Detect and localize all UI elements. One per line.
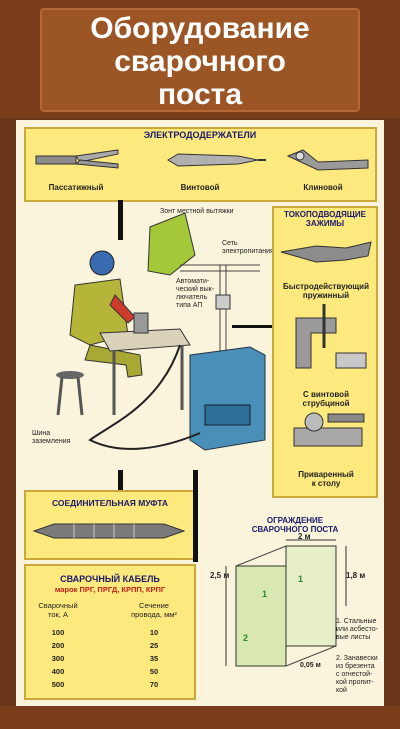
hood-label: Зонт местной вытяжки	[160, 208, 234, 215]
cable-row-section: 25	[149, 641, 159, 650]
cable-col-section: Сечение провода, мм²	[131, 601, 177, 619]
bottom-band	[0, 706, 400, 729]
fence-dim-width: 2 м	[298, 532, 311, 541]
fence-mark-1b: 1	[298, 574, 304, 584]
cable-row-section: 50	[149, 667, 159, 676]
screw-holder-icon	[167, 153, 266, 167]
electrode-holders-header: ЭЛЕКТРОДОДЕРЖАТЕЛИ	[143, 130, 257, 140]
fence-mark-1a: 1	[262, 589, 268, 599]
fence-header: ОГРАЖДЕНИЕ СВАРОЧНОГО ПОСТА	[251, 516, 339, 534]
welding-cable	[88, 344, 201, 450]
fence-note-1: 1. Стальные или асбесто- вые листы	[336, 618, 378, 641]
screw-clamp-label: С винтовой струбциной	[302, 390, 350, 408]
cable-box	[24, 564, 196, 700]
title-plate: Оборудование сварочного поста	[40, 8, 360, 112]
cable-row-current: 200	[51, 641, 65, 650]
cable-row-section: 70	[149, 680, 159, 689]
wedge-holder-label: Клиновой	[303, 183, 343, 192]
fence-drawing	[225, 539, 347, 667]
cable-row-current: 300	[51, 654, 65, 663]
coupling-icon	[32, 523, 186, 539]
fence-dim-gap: 0,05 м	[300, 662, 321, 669]
screw-holder-label: Винтовой	[180, 183, 220, 192]
coupling-connector-line	[118, 470, 123, 492]
title-line-1: Оборудование	[90, 12, 310, 45]
spring-clamp-icon	[280, 241, 372, 263]
coupling-drawing	[32, 523, 186, 539]
title-line-2: сварочного	[114, 45, 286, 78]
breaker-label: Автомати- ческий вык- лючатель типа АП	[176, 278, 215, 309]
welded-clamp-icon	[293, 412, 365, 447]
spring-clamp-label: Быстродействующий пружинный	[282, 282, 369, 300]
cable-title: СВАРОЧНЫЙ КАБЕЛЬ	[60, 574, 160, 584]
fence-dim-screen: 1,8 м	[346, 571, 366, 580]
welding-workplace-illustration	[56, 212, 266, 451]
welder-figure-icon	[69, 250, 143, 378]
stool-icon	[56, 371, 84, 416]
welding-transformer-icon	[189, 346, 266, 451]
pliers-holder-label: Пассатижный	[48, 183, 104, 192]
cable-col-current: Сварочный ток, А	[38, 601, 78, 619]
title-line-3: поста	[157, 78, 243, 111]
fence-mark-2: 2	[243, 633, 249, 643]
cable-row-current: 100	[51, 628, 65, 637]
wedge-holder-icon	[286, 149, 369, 171]
clamp-drawings	[280, 241, 372, 447]
cable-brands: марок ПРГ, ПРГД, КРПП, КРПГ	[54, 585, 166, 594]
cable-row-current: 400	[51, 667, 65, 676]
fence-note-2: 2. Занавески из брезента с огнестой- кой…	[336, 655, 378, 694]
electrode-holder-drawings	[35, 149, 369, 171]
booth-frame-icon	[235, 545, 337, 667]
cable-row-section: 10	[149, 628, 159, 637]
cable-connector-line	[193, 470, 198, 562]
pliers-holder-icon	[35, 149, 119, 169]
clamps-header: ТОКОПОДВОДЯЩИЕ ЗАЖИМЫ	[284, 210, 366, 228]
cable-row-section: 35	[149, 654, 159, 663]
fence-dim-height: 2,5 м	[210, 571, 230, 580]
ground-label: Шина заземления	[32, 430, 71, 445]
connector-line	[118, 200, 123, 240]
welding-table-icon	[99, 312, 191, 415]
clamp-connector-line	[232, 325, 274, 328]
coupling-header: СОЕДИНИТЕЛЬНАЯ МУФТА	[51, 498, 169, 508]
network-label: Сеть электропитания	[222, 240, 274, 255]
exhaust-hood-icon	[147, 212, 196, 276]
screw-clamp-icon	[295, 304, 367, 369]
cable-row-current: 500	[51, 680, 65, 689]
welded-clamp-label: Приваренный к столу	[298, 470, 354, 488]
